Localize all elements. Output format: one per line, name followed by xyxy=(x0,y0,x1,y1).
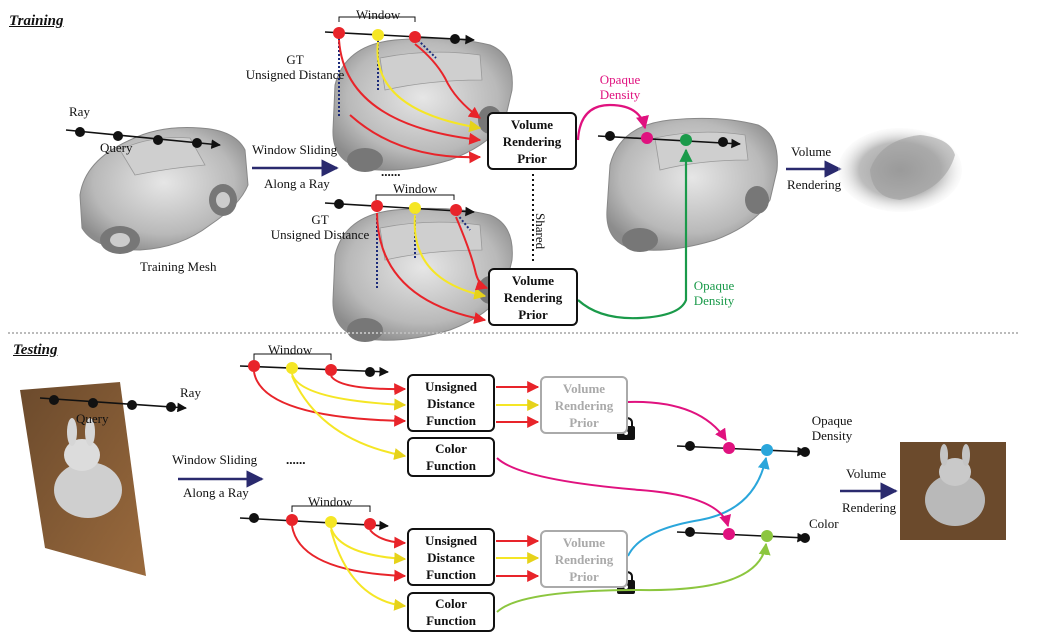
testing-udf-box-bottom: Unsigned Distance Function xyxy=(407,528,495,586)
training-opaque-density-arrow-bottom xyxy=(577,148,693,320)
testing-window-sliding-label: Window Sliding xyxy=(172,452,258,467)
training-window-ray-top xyxy=(324,16,482,164)
testing-rendering-label: Rendering xyxy=(842,500,897,515)
testing-color-fn-box-bottom: Color Function xyxy=(407,592,495,632)
training-opaque-density-label-bottom: Opaque Density xyxy=(693,278,735,308)
shared-label: Shared xyxy=(533,213,548,250)
training-vrp-box-bottom: Volume Rendering Prior xyxy=(488,268,578,326)
testing-color-label: Color xyxy=(809,516,839,531)
testing-udf-label-bottom: Unsigned Distance Function xyxy=(424,532,478,582)
color-top-to-color-arrow xyxy=(496,457,732,528)
training-car-top xyxy=(332,37,513,172)
training-car-output xyxy=(606,117,778,252)
testing-rendered-image xyxy=(900,442,1006,540)
training-rendering-label: Rendering xyxy=(787,177,842,192)
udf-to-vrp-arrows-top xyxy=(496,381,540,428)
testing-ray xyxy=(39,395,187,413)
testing-volume-label: Volume xyxy=(846,466,887,481)
training-query-label: Query xyxy=(100,140,133,155)
training-opaque-density-arrow-top xyxy=(576,103,649,141)
color-bottom-to-color-arrow xyxy=(496,542,771,613)
training-opaque-density-label-top: Opaque Density xyxy=(599,72,641,102)
training-gt-label-top: GT Unsigned Distance xyxy=(245,52,345,82)
training-window-sliding-label: Window Sliding xyxy=(252,142,338,157)
testing-window-label-top: Window xyxy=(268,342,313,357)
training-ellipsis: ...... xyxy=(381,164,401,179)
testing-window-ray-bottom xyxy=(239,505,407,611)
training-section-title: Training xyxy=(9,13,64,29)
vrp-bottom-to-density-arrow xyxy=(627,456,770,557)
testing-output-ray-color xyxy=(676,527,810,543)
testing-udf-box-top: Unsigned Distance Function xyxy=(407,374,495,432)
udf-to-vrp-arrows-bottom xyxy=(496,535,540,582)
training-window-ray-bottom xyxy=(324,194,489,324)
testing-window-ray-top xyxy=(239,353,407,460)
training-gt-label-bottom: GT Unsigned Distance xyxy=(270,212,370,242)
testing-along-ray-label: Along a Ray xyxy=(183,485,249,500)
training-output-ray xyxy=(597,131,741,149)
training-mesh-car xyxy=(79,127,249,254)
testing-color-fn-label-bottom: Color Function xyxy=(426,596,476,628)
training-vrp-label-top: Volume Rendering Prior xyxy=(502,116,562,166)
training-ray xyxy=(65,127,221,149)
testing-opaque-density-label: Opaque Density xyxy=(811,413,853,443)
testing-vrp-box-bottom: Volume Rendering Prior xyxy=(540,530,628,588)
testing-input-photo xyxy=(20,382,146,576)
training-window-label-bottom: Window xyxy=(393,181,438,196)
testing-ellipsis: ...... xyxy=(286,452,306,467)
training-volume-label: Volume xyxy=(791,144,832,159)
testing-query-label: Query xyxy=(76,411,109,426)
testing-output-ray-density xyxy=(676,441,810,457)
training-vrp-box-top: Volume Rendering Prior xyxy=(487,112,577,170)
training-vrp-label-bottom: Volume Rendering Prior xyxy=(503,272,563,322)
testing-vrp-box-top: Volume Rendering Prior xyxy=(540,376,628,434)
training-mesh-label: Training Mesh xyxy=(140,259,217,274)
training-ray-label: Ray xyxy=(69,104,90,119)
testing-ray-label: Ray xyxy=(180,385,201,400)
vrp-top-to-density-arrow xyxy=(627,400,727,442)
testing-color-fn-label-top: Color Function xyxy=(426,441,476,473)
testing-color-fn-box-top: Color Function xyxy=(407,437,495,477)
training-along-ray-label: Along a Ray xyxy=(264,176,330,191)
testing-udf-label-top: Unsigned Distance Function xyxy=(424,378,478,428)
training-window-label-top: Window xyxy=(356,7,401,22)
testing-window-label-bottom: Window xyxy=(308,494,353,509)
testing-section-title: Testing xyxy=(13,342,58,358)
testing-vrp-label-top: Volume Rendering Prior xyxy=(554,380,614,430)
testing-vrp-label-bottom: Volume Rendering Prior xyxy=(554,534,614,584)
